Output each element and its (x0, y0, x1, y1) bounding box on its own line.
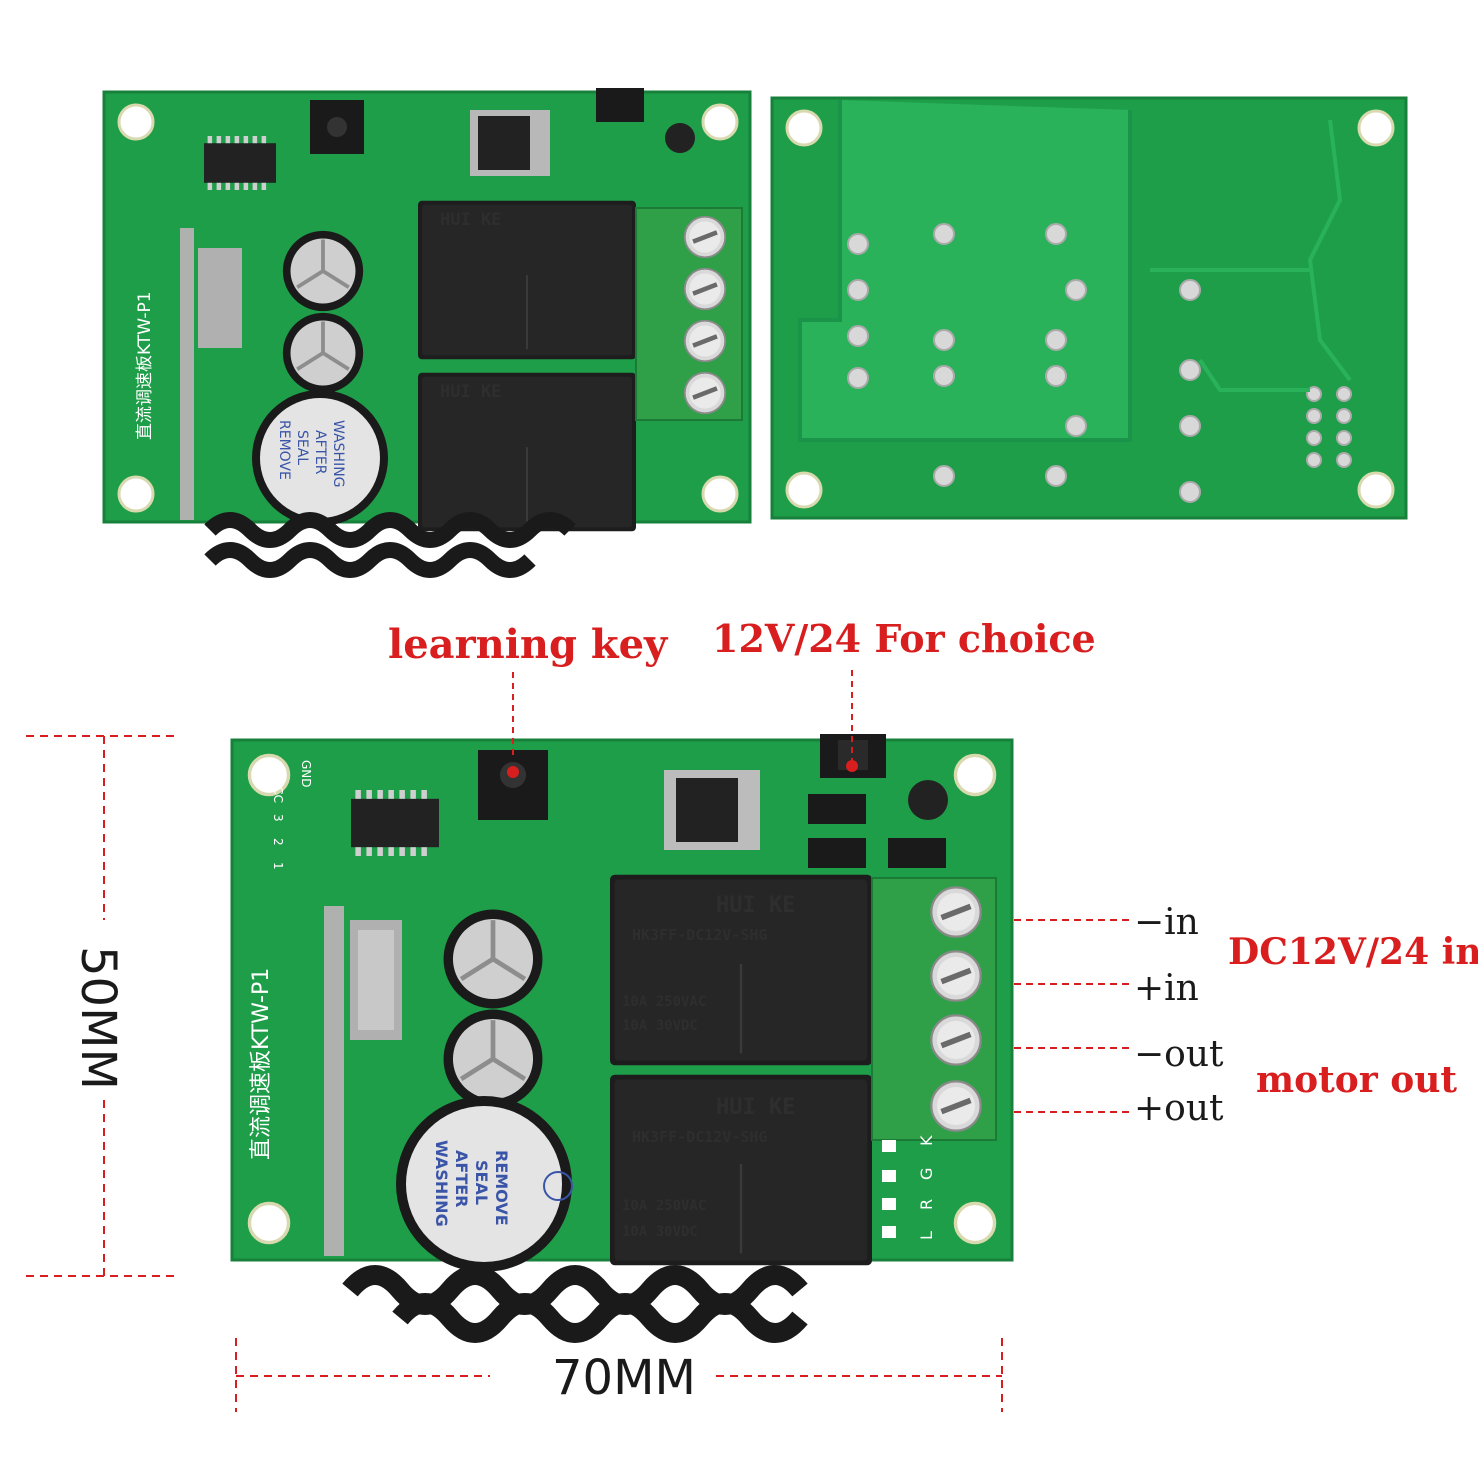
svg-text:SEAL: SEAL (472, 1160, 491, 1205)
minus-in-label: −in (1134, 902, 1199, 943)
height-label: 50MM (70, 946, 126, 1090)
svg-text:GND: GND (299, 760, 313, 788)
svg-text:HUI KE: HUI KE (716, 1095, 795, 1120)
svg-text:HUI KE: HUI KE (716, 893, 795, 918)
svg-text:直流调速板KTW-P1: 直流调速板KTW-P1 (135, 291, 155, 440)
terminal-screw-4 (931, 1081, 980, 1130)
svg-text:直流调速板KTW-P1: 直流调速板KTW-P1 (249, 968, 274, 1160)
motor-out-label: motor out (1256, 1059, 1457, 1101)
plus-out-label: +out (1134, 1088, 1224, 1129)
svg-text:L: L (917, 1231, 936, 1240)
antenna-coil (342, 1265, 808, 1343)
svg-text:VCC: VCC (271, 778, 285, 803)
svg-text:K: K (917, 1135, 936, 1146)
svg-text:HK3FF-DC12V-SHG: HK3FF-DC12V-SHG (632, 1128, 767, 1146)
terminal-screw-1 (931, 887, 980, 936)
buzzer-text-top: REMOVE SEAL AFTER WASHING (276, 420, 346, 488)
dimension-width: 70MM (235, 1338, 1003, 1412)
svg-text:AFTER: AFTER (452, 1150, 471, 1207)
svg-text:10A 250VAC: 10A 250VAC (622, 994, 706, 1010)
board-front-main: GND VCC 3 2 1 WASHING AFTER SEAL REMOVE (230, 734, 1014, 1343)
svg-text:learning key: learning key (388, 621, 669, 668)
board-back (770, 96, 1408, 520)
relay-1-text: HUI KE HK3FF-DC12V-SHG 10A 250VAC 10A 30… (622, 893, 795, 1034)
terminal-labels: −in +in −out +out (1134, 902, 1224, 1129)
annotation-learning-key: learning key (388, 621, 669, 760)
svg-text:WASHING: WASHING (432, 1140, 451, 1227)
pin-labels: GND VCC 3 2 1 (271, 760, 313, 870)
terminal-letters: K G R L (917, 1135, 936, 1240)
learning-key-marker (507, 766, 519, 778)
svg-text:10A 30VDC: 10A 30VDC (622, 1224, 698, 1240)
svg-text:3: 3 (271, 814, 285, 822)
svg-text:SEAL: SEAL (294, 430, 310, 465)
svg-text:REMOVE: REMOVE (492, 1150, 511, 1226)
svg-text:WASHING: WASHING (330, 420, 346, 488)
minus-out-label: −out (1134, 1034, 1224, 1075)
svg-text:10A 250VAC: 10A 250VAC (622, 1198, 706, 1214)
svg-text:2: 2 (271, 838, 285, 846)
terminal-screw-2 (931, 951, 980, 1000)
relay-2-text: HUI KE HK3FF-DC12V-SHG 10A 250VAC 10A 30… (622, 1095, 795, 1240)
svg-text:HK3FF-DC12V-SHG: HK3FF-DC12V-SHG (632, 926, 767, 944)
annotation-voltage-choice: 12V/24 For choice (712, 616, 1096, 764)
voltage-jumper-marker (846, 760, 858, 772)
width-label: 70MM (552, 1350, 696, 1406)
svg-text:10A 30VDC: 10A 30VDC (622, 1018, 698, 1034)
svg-text:REMOVE: REMOVE (276, 420, 292, 480)
terminal-screw-3 (931, 1015, 980, 1064)
terminal-leaders (1014, 919, 1130, 1113)
svg-text:R: R (917, 1199, 936, 1210)
buzzer-text: WASHING AFTER SEAL REMOVE (432, 1140, 511, 1227)
svg-text:G: G (917, 1168, 936, 1180)
svg-text:12V/24 For choice: 12V/24 For choice (712, 616, 1096, 661)
dimension-height: 50MM (26, 735, 180, 1277)
svg-text:1: 1 (271, 862, 285, 870)
dc-in-label: DC12V/24 in (1228, 931, 1478, 973)
svg-text:HUI KE: HUI KE (440, 210, 501, 230)
svg-text:AFTER: AFTER (312, 430, 328, 475)
plus-in-label: +in (1134, 968, 1199, 1009)
board-front-top: REMOVE SEAL AFTER WASHING HUI KE HUI KE … (102, 88, 752, 578)
svg-text:HUI KE: HUI KE (440, 382, 501, 402)
